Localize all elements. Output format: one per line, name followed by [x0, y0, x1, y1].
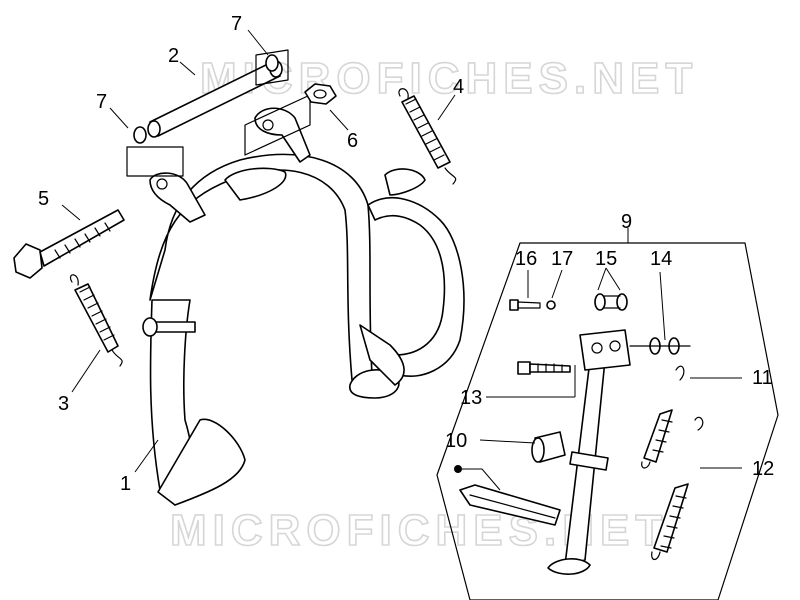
spring-left	[70, 274, 123, 367]
callout-2: 2	[168, 45, 179, 67]
washer-pair	[594, 293, 628, 311]
watermark-top: MICROFICHES.NET	[200, 54, 698, 103]
small-washer	[546, 300, 556, 310]
spring-12	[651, 416, 704, 561]
callout-16: 16	[515, 248, 537, 270]
nut	[304, 83, 337, 105]
spring-top	[398, 88, 457, 185]
center-stand	[142, 107, 465, 506]
callouts: 1 2 3 4 5 6 7 7 9 10 11 12 13 14 15 16 1…	[38, 13, 774, 495]
callout-13: 13	[460, 387, 482, 409]
bracket-outline	[244, 94, 311, 156]
callout-15: 15	[595, 248, 617, 270]
bushing	[531, 431, 566, 463]
washer-left	[126, 126, 184, 177]
washer-pair-right	[629, 337, 691, 355]
callout-10: 10	[445, 430, 467, 452]
footrest-bracket	[454, 465, 561, 526]
callout-1: 1	[120, 473, 131, 495]
callout-9: 9	[621, 211, 632, 233]
callout-7-top: 7	[231, 13, 242, 35]
screw	[509, 299, 541, 311]
side-pin	[569, 451, 609, 471]
spring-11	[641, 365, 685, 469]
leader-lines	[61, 29, 742, 491]
washer-top	[255, 49, 289, 86]
callout-14: 14	[650, 248, 672, 270]
callout-4: 4	[453, 76, 464, 98]
callout-3: 3	[58, 393, 69, 415]
callout-12: 12	[752, 458, 774, 480]
callout-11: 11	[752, 367, 773, 389]
side-stand-kit-frame	[436, 242, 779, 600]
long-bolt	[13, 209, 125, 279]
side-stand-leg	[547, 329, 631, 575]
callout-17: 17	[551, 248, 573, 270]
watermark-bottom: MICROFICHES.NET	[170, 506, 668, 555]
small-bolt	[517, 361, 571, 375]
callout-5: 5	[38, 188, 49, 210]
callout-6: 6	[347, 130, 358, 152]
callout-7-left: 7	[96, 91, 107, 113]
